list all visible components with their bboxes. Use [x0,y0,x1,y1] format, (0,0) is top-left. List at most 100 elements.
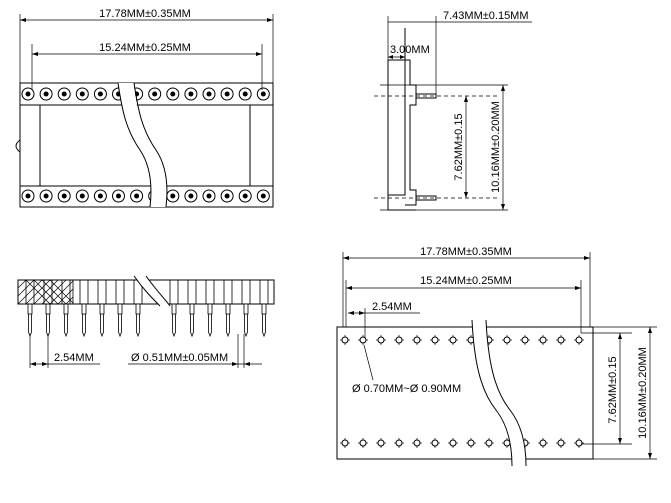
pin-socket-icon [148,87,162,101]
pin-hole-icon [377,336,385,344]
row-spacing-label: 15.24MM±0.25MM [420,275,512,287]
bottom-pin-row-upper [340,335,584,345]
pin-hole-icon [206,91,212,97]
front-pin-set [25,279,269,338]
pin-lead [46,314,50,338]
break-line [133,82,168,208]
pin-offset-label: 3.00MM [390,44,430,56]
pin-socket-icon [75,189,89,203]
pin-span-a-label: 7.62MM±0.15 [453,113,465,180]
pin-hole-icon [170,193,176,199]
pin-socket-icon [57,189,71,203]
pin-socket-icon [112,189,125,203]
pin-hole-icon [61,91,67,97]
pin-hole-icon [116,193,121,199]
pin-socket-icon [238,87,252,101]
pin-hole-icon [359,336,367,344]
pin-hole-icon [224,91,230,97]
pin-shoulder [63,303,69,315]
pin-lead [64,314,68,338]
top-view-body [19,82,274,208]
pin-hole-icon [260,91,266,97]
pin-hole-icon [152,91,158,97]
pin-hole-icon [395,439,403,447]
pin-body [61,279,71,305]
pin-hole-icon [43,193,49,199]
pin-span-a-label: 7.62MM±0.15 [607,356,619,423]
pin-hole-icon [260,193,266,199]
pin-hole-icon [341,336,349,344]
pin-hole-icon [431,439,439,447]
pin-body [205,279,215,305]
pin-hole-icon [449,439,457,447]
pin-hole-icon [188,193,194,199]
pin-socket-icon [75,87,89,101]
pin-hole-icon [79,193,85,199]
pin-hole-icon [413,336,421,344]
pin-socket-icon [57,87,71,101]
pin-hole-icon [224,193,230,199]
pin-socket-icon [39,87,53,101]
top-pin-row-lower [21,189,270,203]
body-depth-label: 7.43MM±0.15MM [443,10,529,22]
pin-lead [262,314,266,338]
pitch-label: 2.54MM [372,301,412,313]
pin-hole-icon [449,336,457,344]
pin-socket-icon [184,87,198,101]
pin-hole-icon [134,193,140,199]
front-view: 2.54MM Ø 0.51MM±0.05MM [17,275,275,368]
hatched-section [17,279,74,305]
pin-body [259,279,269,305]
pin-socket-icon [184,189,198,203]
pin-hole-icon [97,193,103,199]
pin-body [79,279,89,305]
pin-shoulder [189,303,195,315]
pin-hole-icon [188,91,194,97]
overall-width-label: 17.78MM±0.35MM [420,246,512,258]
pin-hole-icon [242,91,248,97]
pin-hole-icon [431,336,439,344]
pin-hole-icon [539,336,547,344]
top-view: 17.78MM±0.35MM 15.24MM±0.25MM [15,8,274,208]
pin-shoulder [243,303,249,315]
pin-shoulder [117,303,123,315]
pin-hole-icon [25,91,31,97]
pin-hole-icon [503,336,511,344]
pin-body [187,279,197,305]
pin-socket-icon [93,189,107,203]
pin-lead [208,314,212,338]
pin-hole-icon [79,91,85,97]
pin-hole-icon [395,336,403,344]
pin-lead [244,314,248,338]
pin-hole-icon [25,193,31,199]
pin-shoulder [171,303,177,315]
pin-hole-icon [467,439,475,447]
pin-socket-icon [220,87,234,101]
hole-diameter-label: Ø 0.70MM~Ø 0.90MM [352,383,461,395]
pin-socket-icon [21,87,35,101]
pin-lead [136,314,140,338]
pin-hole-icon [485,439,493,447]
pin-body [115,279,125,305]
pin-shoulder [225,303,231,315]
pin-span-b-label: 10.16MM±0.20MM [490,101,502,193]
pin-shoulder [81,303,87,315]
pin-shoulder [261,303,267,315]
pin-hole-icon [97,91,103,97]
pin-span-b-label: 10.16MM±0.20MM [637,347,649,439]
pin-shoulder [45,303,51,315]
pin-hole-icon [521,336,529,344]
pin-shoulder [135,303,141,315]
pin-socket-icon [93,87,107,101]
pin-hole-icon [575,439,583,447]
pin-hole-icon [242,193,248,199]
pin-hole-icon [503,439,511,447]
overall-width-label: 17.78MM±0.35MM [99,8,191,20]
pin-lead [190,314,194,338]
pin-hole-icon [341,439,349,447]
pin-socket-icon [39,189,53,203]
pin-shoulder [207,303,213,315]
pin-socket-icon [256,189,270,203]
pin-hole-icon [413,439,421,447]
